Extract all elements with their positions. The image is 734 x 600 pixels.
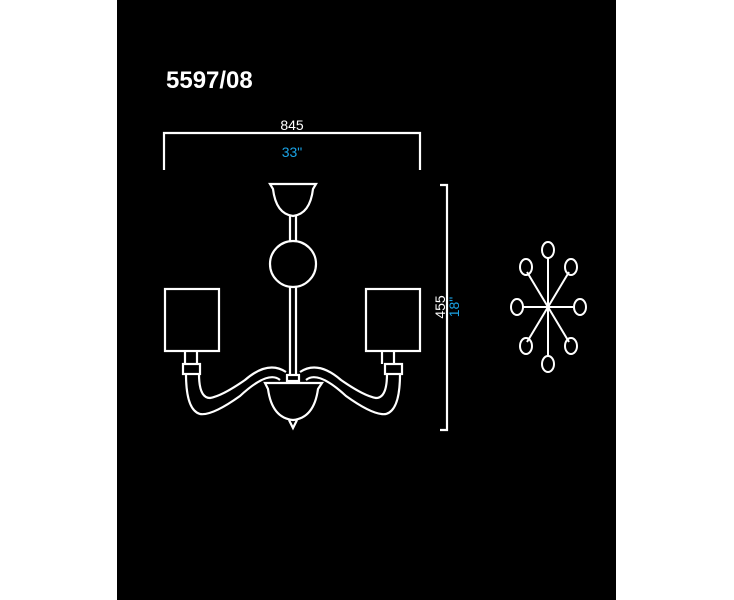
arm-end-circle <box>564 337 578 355</box>
arm-end-circle <box>519 258 533 276</box>
arm-end-circle <box>519 337 533 355</box>
arm-end-circle <box>564 258 578 276</box>
arm-end-circle <box>541 241 555 259</box>
arm-end-circle <box>510 298 524 316</box>
chandelier-top-view <box>510 241 587 373</box>
left-lampshade <box>163 287 221 353</box>
model-number: 5597/08 <box>166 67 253 94</box>
central-stem <box>288 287 298 376</box>
chandelier-side-view <box>163 182 422 431</box>
width-mm-label: 845 <box>280 117 304 133</box>
height-inch-label: 18" <box>446 297 462 318</box>
arm-end-circle <box>541 355 555 373</box>
arm-spokes <box>523 257 573 357</box>
left-arm <box>184 366 287 416</box>
width-inch-label: 33" <box>282 144 303 160</box>
left-socket <box>181 362 202 376</box>
width-dimension: 845 33" <box>162 117 422 170</box>
ceiling-canopy <box>268 182 318 218</box>
stem-collar <box>285 373 301 383</box>
lamp-holders <box>183 351 396 364</box>
bottom-bowl <box>263 381 325 422</box>
finial <box>288 419 298 431</box>
arm-end-circle <box>573 298 587 316</box>
upper-stem <box>288 216 298 241</box>
height-mm-label: 455 <box>432 295 448 319</box>
right-arm <box>299 366 402 416</box>
height-dimension: 455 18" <box>432 183 462 432</box>
glass-sphere <box>268 239 318 289</box>
right-socket <box>383 362 404 376</box>
